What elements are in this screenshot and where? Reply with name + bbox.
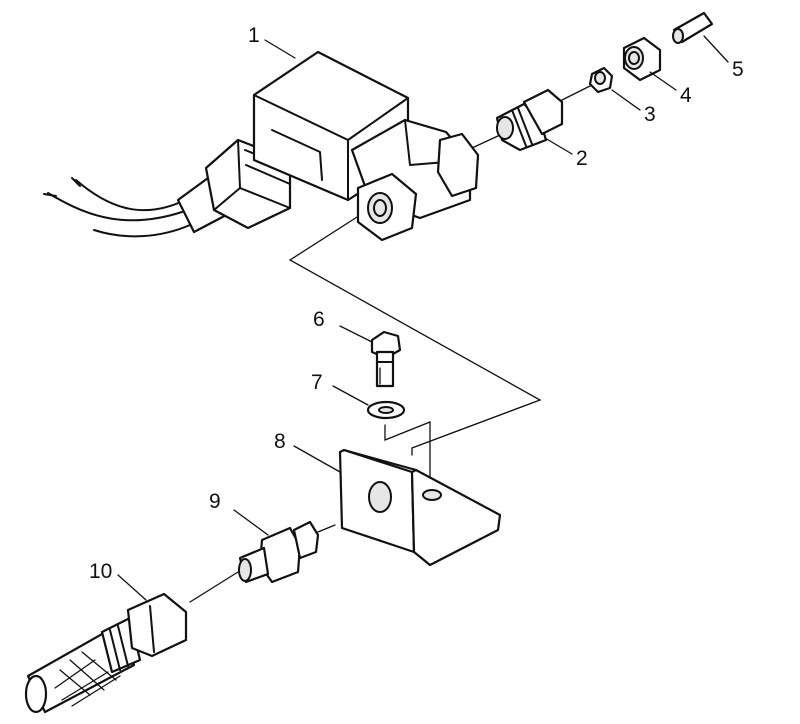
callout-5: 5 — [732, 58, 744, 81]
callout-7: 7 — [311, 371, 323, 394]
connecting-nipple — [238, 520, 320, 584]
callout-8: 8 — [274, 430, 286, 453]
callout-6: 6 — [313, 308, 325, 331]
assembly-guide-lines — [189, 83, 595, 603]
hex-bolt — [370, 330, 402, 388]
callout-4: 4 — [680, 84, 692, 107]
mounting-bracket — [338, 448, 502, 567]
callout-1: 1 — [248, 24, 260, 47]
union-nut — [622, 36, 662, 82]
callout-10: 10 — [89, 560, 112, 583]
callout-9: 9 — [209, 490, 221, 513]
hose-assembly — [24, 592, 188, 714]
insert-sleeve — [588, 66, 614, 94]
tube-piece — [672, 11, 714, 44]
callout-2: 2 — [576, 147, 588, 170]
callout-3: 3 — [644, 103, 656, 126]
callout-labels: 1 2 3 4 5 6 7 8 9 10 — [89, 24, 744, 583]
threaded-fitting — [495, 88, 564, 152]
callout-leaders — [117, 35, 729, 601]
solenoid-valve — [43, 50, 480, 242]
washer — [366, 400, 406, 420]
